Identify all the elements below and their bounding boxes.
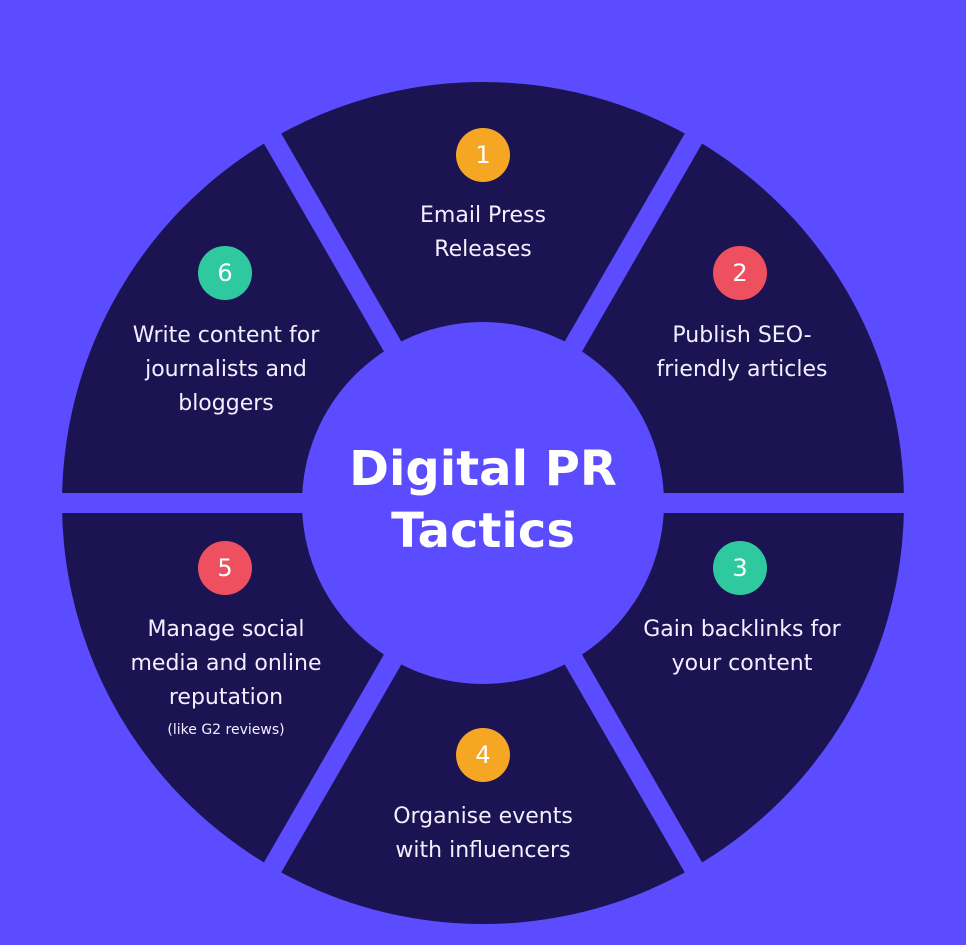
center-circle xyxy=(302,322,664,684)
segment-label: Organise events with influencers xyxy=(393,804,573,863)
segment-label: Email Press Releases xyxy=(420,203,546,262)
diagram-title: Digital PR Tactics xyxy=(349,441,617,559)
number-badge: 3 xyxy=(713,541,767,595)
segment-note: (like G2 reviews) xyxy=(167,722,285,738)
segment-label: Manage social media and online reputatio… xyxy=(130,617,322,710)
number-badge: 1 xyxy=(456,128,510,182)
number-badge: 4 xyxy=(456,728,510,782)
segment-label-wrap: Manage social media and online reputatio… xyxy=(116,613,336,741)
segment-label: Gain backlinks for your content xyxy=(643,617,841,676)
segment-label: Write content for journalists and blogge… xyxy=(132,323,320,416)
number-badge: 2 xyxy=(713,246,767,300)
number-badge: 5 xyxy=(198,541,252,595)
segment-label: Publish SEO-friendly articles xyxy=(656,323,828,382)
number-badge: 6 xyxy=(198,246,252,300)
